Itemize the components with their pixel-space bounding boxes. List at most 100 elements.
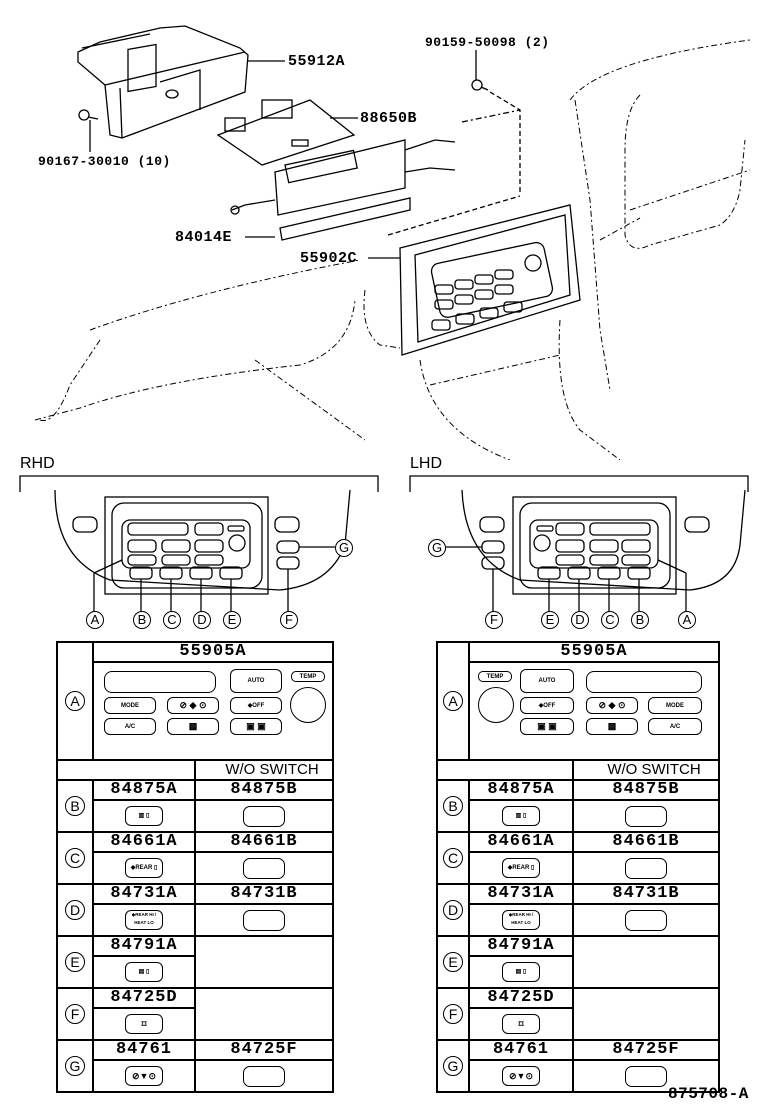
screw-left-part	[78, 109, 99, 121]
main-control-panel-lhd: TEMP AUTO ◆OFF ⊘ ◆ ⊙ MODE ▣ ▣ ▩ A/C	[468, 661, 720, 761]
rear-heat-switch: ◆REAR HI / HEAT LO	[125, 910, 163, 930]
temp-button: TEMP	[291, 671, 325, 682]
blank-cover	[243, 857, 285, 879]
wo-part-number: 84661B	[572, 831, 720, 853]
part-number: 84661A	[468, 831, 574, 853]
row-c-marker: C	[443, 848, 463, 868]
rhd-section-title: RHD	[20, 455, 55, 472]
blank-cover	[625, 909, 667, 931]
blank-cover	[625, 857, 667, 879]
rear-defog-switch: ▥ ▯	[502, 806, 540, 826]
lcd-display	[586, 671, 702, 693]
defrost-icon: ▩	[188, 721, 198, 731]
part-number: 84761	[468, 1039, 574, 1061]
off-button: ◆OFF	[230, 697, 282, 714]
lhd-marker-b: B	[631, 611, 649, 629]
lhd-panel-frame	[512, 496, 677, 595]
circuit-panel-part	[230, 139, 456, 241]
rear-fan-switch: ◆REAR ▯	[502, 858, 540, 878]
control-board-part	[216, 99, 356, 166]
callout-55902C: 55902C	[300, 250, 358, 267]
rhd-marker-c: C	[163, 611, 181, 629]
auto-button: AUTO	[230, 669, 282, 693]
mirror-heater-switch: ⌑	[502, 1014, 540, 1034]
off-button: ◆OFF	[520, 697, 574, 714]
part-number: 84731A	[92, 883, 196, 905]
lhd-parts-table: A 55905A TEMP AUTO ◆OFF ⊘ ◆ ⊙ MODE ▣ ▣ ▩…	[436, 641, 720, 1093]
callout-55912A: 55912A	[288, 53, 346, 70]
wo-part-number: 84731B	[572, 883, 720, 905]
wo-part-number: 84875B	[572, 779, 720, 801]
recirc-button: ▣ ▣	[230, 718, 282, 735]
rhd-marker-f: F	[280, 611, 298, 629]
rear-fan-speed-switch: ⊘▼⊙	[502, 1066, 540, 1086]
part-number: 84875A	[92, 779, 196, 801]
wo-part-number: 84875B	[194, 779, 334, 801]
rear-heat-switch: ◆REAR HI / HEAT LO	[502, 910, 540, 930]
temp-knob	[478, 687, 514, 723]
wo-switch-header: W/O SWITCH	[572, 759, 720, 781]
row-g-marker: G	[443, 1056, 463, 1076]
mirror-heater-switch: ⌑	[125, 1014, 163, 1034]
defrost-button: ▩	[167, 718, 219, 735]
callout-screw-left: 90167-30010 (10)	[38, 154, 171, 169]
mode-button: MODE	[648, 697, 702, 714]
dashboard-outline	[34, 39, 751, 460]
row-e-marker: E	[65, 952, 85, 972]
lhd-dash	[461, 489, 746, 591]
main-control-panel-rhd: AUTO TEMP MODE ⊘ ◆ ⊙ ◆OFF A/C ▩ ▣ ▣	[92, 661, 334, 761]
screw-top-part	[471, 79, 489, 91]
row-d-marker: D	[65, 900, 85, 920]
blank-cover	[625, 1065, 667, 1087]
wo-switch-header: W/O SWITCH	[194, 759, 334, 781]
rhd-marker-g: G	[335, 539, 353, 557]
lcd-display	[104, 671, 216, 693]
row-c-marker: C	[65, 848, 85, 868]
part-number: 84791A	[468, 935, 574, 957]
wo-part-number: 84725F	[194, 1039, 334, 1061]
ac-button: A/C	[648, 718, 702, 735]
console-frame-part	[77, 25, 249, 139]
part-number: 84725D	[92, 987, 196, 1009]
wo-part-number: 84725F	[572, 1039, 720, 1061]
figure-code: 875708-A	[668, 1085, 749, 1103]
bezel-part	[399, 204, 581, 356]
part-number: 84875A	[468, 779, 574, 801]
auto-button: AUTO	[520, 669, 574, 693]
row-g-marker: G	[65, 1056, 85, 1076]
vehicle-air-icon: ▣ ▣	[537, 721, 557, 731]
exploded-view-drawing	[34, 25, 751, 460]
blank-cover	[243, 805, 285, 827]
rhd-parts-table: A 55905A AUTO TEMP MODE ⊘ ◆ ⊙ ◆OFF A/C ▩…	[56, 641, 334, 1093]
mode-button: MODE	[104, 697, 156, 714]
ac-button: A/C	[104, 718, 156, 735]
front-defog-switch: ▤ ▯	[502, 962, 540, 982]
lhd-section-title: LHD	[410, 455, 443, 472]
row-b-marker: B	[65, 796, 85, 816]
lhd-marker-f: F	[485, 611, 503, 629]
callout-screw-top: 90159-50098 (2)	[425, 35, 550, 50]
defrost-button: ▩	[586, 718, 638, 735]
lhd-marker-a: A	[678, 611, 696, 629]
row-a-part-number: 55905A	[468, 641, 720, 663]
wo-part-number: 84661B	[194, 831, 334, 853]
rhd-marker-d: D	[193, 611, 211, 629]
row-a-marker: A	[443, 691, 463, 711]
row-b-marker: B	[443, 796, 463, 816]
rhd-dash	[54, 489, 351, 591]
rear-fan-speed-switch: ⊘▼⊙	[125, 1066, 163, 1086]
defrost-icon: ▩	[607, 721, 617, 731]
callout-88650B: 88650B	[360, 110, 418, 127]
blank-cover	[625, 805, 667, 827]
row-f-marker: F	[65, 1004, 85, 1024]
row-a-marker: A	[56, 641, 94, 761]
callout-84014E: 84014E	[175, 229, 233, 246]
row-d-marker: D	[443, 900, 463, 920]
row-e-marker: E	[443, 952, 463, 972]
lhd-marker-c: C	[601, 611, 619, 629]
fan-speed-button: ⊘ ◆ ⊙	[586, 697, 638, 714]
rhd-marker-b: B	[133, 611, 151, 629]
panel-location-drawings	[19, 475, 749, 612]
lhd-marker-g: G	[428, 539, 446, 557]
rhd-panel-frame	[104, 496, 269, 595]
